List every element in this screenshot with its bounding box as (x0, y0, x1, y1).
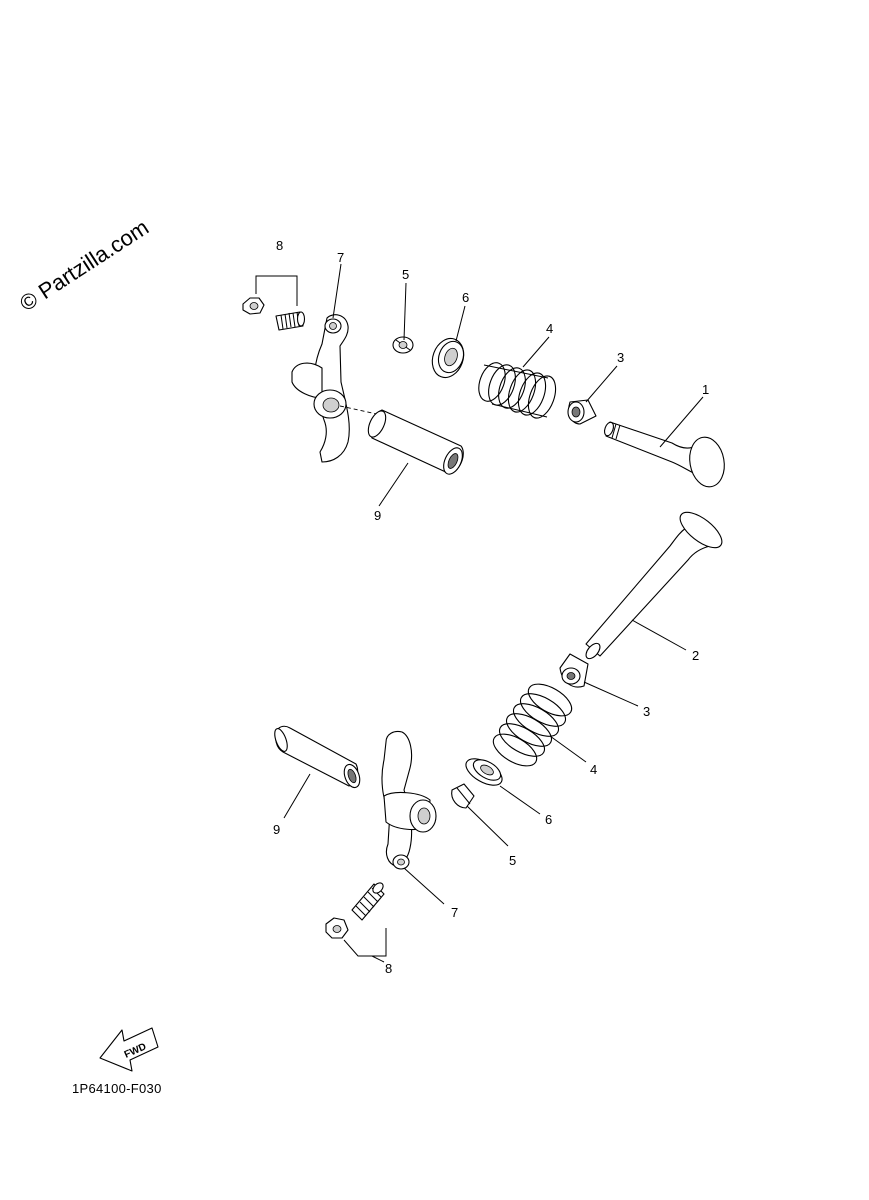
diagram-code: 1P64100-F030 (72, 1081, 162, 1096)
top-locknut (242, 297, 265, 315)
bottom-rocker-arm (381, 730, 437, 870)
top-8-bracket (255, 275, 298, 306)
top-callout-1: 1 (702, 382, 709, 397)
bottom-valve-stem-seal (559, 653, 589, 688)
bottom-adjusting-screw (351, 882, 385, 921)
top-callout-8: 8 (276, 238, 283, 253)
top-callout-7: 7 (337, 250, 344, 265)
bottom-8-bracket (343, 928, 387, 957)
top-rocker-arm (291, 314, 350, 463)
top-callout-5: 5 (402, 267, 409, 282)
top-callout-6: 6 (462, 290, 469, 305)
bottom-callout-7: 7 (451, 905, 458, 920)
top-leader-7 (332, 263, 342, 319)
top-callout-4: 4 (546, 321, 553, 336)
bottom-spring-retainer (465, 758, 503, 786)
top-leader-9 (378, 462, 409, 507)
top-callout-9: 9 (374, 508, 381, 523)
bottom-leader-7 (403, 867, 445, 905)
top-leader-6 (455, 305, 466, 342)
top-valve-spring (478, 362, 557, 419)
top-valve-stem-seal (567, 399, 597, 425)
top-spring-retainer (431, 337, 465, 379)
bottom-locknut (325, 917, 349, 939)
bottom-leader-9 (283, 773, 311, 819)
partzilla-watermark: © Partzilla.com (15, 214, 153, 316)
top-valve-cotter (392, 336, 414, 354)
bottom-callout-9: 9 (273, 822, 280, 837)
bottom-rocker-shaft (274, 725, 361, 789)
top-adjusting-screw (275, 311, 306, 331)
bottom-callout-3: 3 (643, 704, 650, 719)
top-leader-3 (585, 365, 618, 403)
bottom-leader-3 (583, 681, 639, 707)
top-callout-3: 3 (617, 350, 624, 365)
fwd-arrow-icon: FWD (99, 1027, 159, 1072)
top-shaft-axis (339, 405, 387, 417)
bottom-leader-6 (499, 785, 541, 815)
bottom-valve-spring (492, 683, 573, 767)
bottom-callout-8: 8 (385, 961, 392, 976)
bottom-valve-cotter (451, 783, 475, 809)
bottom-leader-8 (371, 955, 385, 963)
bottom-callout-4: 4 (590, 762, 597, 777)
top-leader-1 (659, 396, 704, 448)
bottom-exhaust-valve (585, 511, 723, 660)
bottom-leader-2 (631, 619, 687, 651)
bottom-callout-5: 5 (509, 853, 516, 868)
top-leader-5 (403, 282, 407, 341)
bottom-callout-2: 2 (692, 648, 699, 663)
top-rocker-shaft (367, 409, 464, 475)
bottom-callout-6: 6 (545, 812, 552, 827)
top-leader-4 (522, 336, 550, 368)
bottom-leader-5 (466, 805, 509, 847)
top-intake-valve (603, 421, 725, 488)
bottom-leader-4 (549, 735, 587, 763)
